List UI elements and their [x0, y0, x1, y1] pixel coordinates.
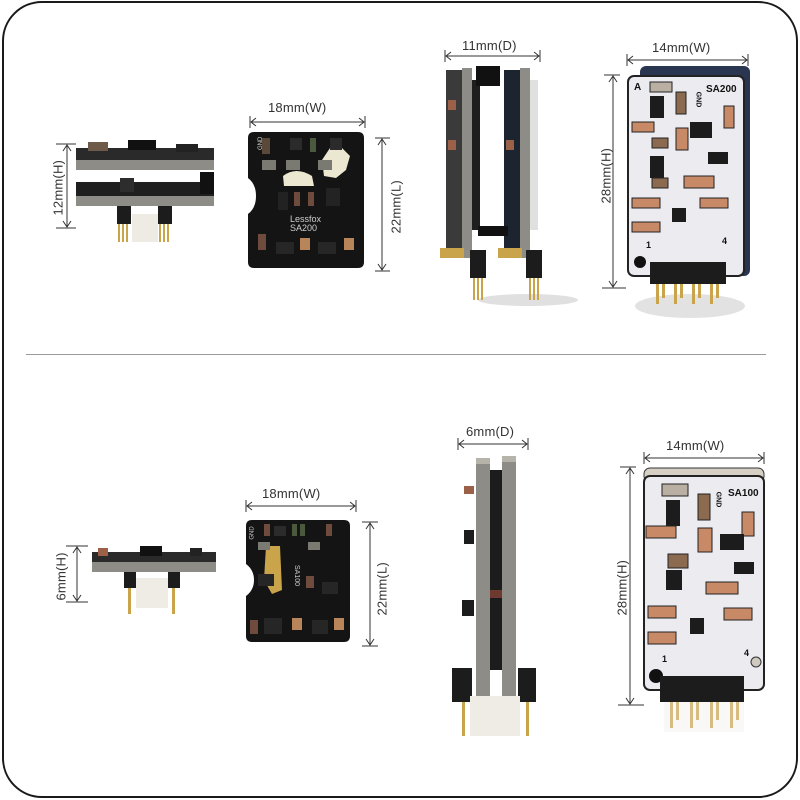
pin-headers	[124, 572, 180, 614]
left-board-stack	[446, 68, 480, 258]
sa200-top-width-label: 18mm(W)	[268, 100, 327, 115]
sa100-front-height-label: 28mm(H)	[614, 559, 630, 616]
pin-headers	[452, 668, 536, 736]
length-dimension-arrow	[362, 521, 378, 647]
sa200-front-pin-1: 1	[646, 240, 652, 250]
sa100-front-pin-1: 1	[662, 654, 668, 664]
height-dimension-arrow	[602, 74, 626, 289]
height-dimension-arrow	[66, 545, 88, 603]
sa200-front-silk-model: SA200	[706, 84, 737, 95]
sa200-depth-label: 11mm(D)	[462, 38, 517, 53]
bottom-bridge	[478, 226, 508, 236]
pin-headers	[117, 206, 172, 242]
width-dimension-arrow	[249, 116, 366, 128]
black-pcb-board	[246, 520, 350, 642]
section-divider-right	[496, 354, 766, 355]
lower-pcb	[76, 172, 214, 206]
shadow	[478, 294, 578, 306]
width-dimension-arrow	[245, 500, 357, 512]
pin-header	[470, 250, 486, 278]
black-pcb-board	[248, 132, 364, 268]
white-pcb-board	[627, 75, 745, 277]
sa200-front-pin-4: 4	[722, 236, 728, 246]
gold-spacer	[440, 248, 464, 258]
pin-header-4pin	[650, 262, 726, 304]
sa100-top-width-label: 18mm(W)	[262, 486, 321, 501]
sa200-front-width-label: 14mm(W)	[652, 40, 711, 55]
length-dimension-arrow	[375, 137, 390, 272]
sa200-silk-brand: Lessfox	[290, 214, 322, 224]
height-dimension-arrow	[618, 466, 644, 706]
sa100-depth-label: 6mm(D)	[466, 424, 515, 439]
section-divider	[26, 354, 496, 355]
boards	[462, 456, 516, 696]
gold-pins	[473, 278, 539, 300]
sa100-front-silk-model: SA100	[728, 488, 759, 499]
width-dimension-arrow	[626, 54, 749, 66]
depth-dimension-arrow	[457, 438, 529, 450]
right-board-stack	[504, 68, 538, 258]
sa200-silk-gnd: GND	[258, 136, 264, 150]
sa100-front-pin-4: 4	[744, 648, 750, 658]
pin-header	[526, 250, 542, 278]
sa100-front-silk-gnd: GND	[714, 491, 722, 508]
bridge-component	[476, 66, 500, 86]
pin-header-4pin	[660, 676, 744, 732]
sa100-front-width-label: 14mm(W)	[666, 438, 725, 453]
gold-spacer	[498, 248, 522, 258]
sa200-silk-model: SA200	[290, 223, 318, 233]
width-dimension-arrow	[643, 452, 765, 464]
shadow	[635, 294, 745, 318]
white-pcb-board	[643, 475, 765, 691]
depth-dimension-arrow	[444, 50, 541, 62]
upper-pcb	[76, 140, 214, 170]
single-pcb	[92, 546, 216, 572]
height-dimension-arrow	[56, 143, 76, 229]
sa200-front-silk-a: A	[634, 82, 642, 93]
